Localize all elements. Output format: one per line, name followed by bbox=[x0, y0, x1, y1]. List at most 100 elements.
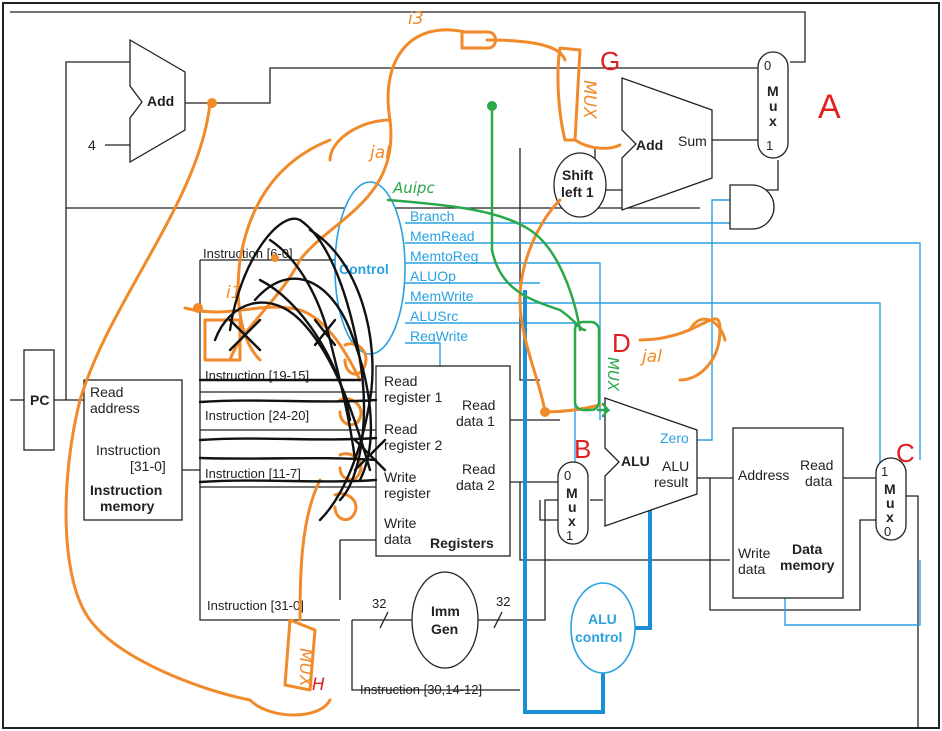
note-mux-d: MUX bbox=[604, 357, 622, 392]
mux-pc-in0: 0 bbox=[764, 58, 771, 73]
note-auipc: Auipc bbox=[392, 179, 435, 197]
imm-in-width: 32 bbox=[372, 596, 386, 611]
dm-title-2: memory bbox=[780, 557, 835, 573]
dm-title-1: Data bbox=[792, 541, 823, 557]
field-6-0: Instruction [6-0] bbox=[203, 246, 293, 261]
reg-rr1-a: Read bbox=[384, 373, 417, 389]
mux-wb-m: M bbox=[884, 481, 896, 497]
signal-memtoreg: MemtoReg bbox=[410, 248, 478, 264]
dm-address: Address bbox=[738, 467, 789, 483]
dm-write-2: data bbox=[738, 561, 765, 577]
label-g: G bbox=[600, 46, 620, 76]
mux-pc-u: u bbox=[769, 98, 778, 114]
reg-wr-b: register bbox=[384, 485, 431, 501]
mux-wb-u: u bbox=[886, 495, 895, 511]
signal-memwrite: MemWrite bbox=[410, 288, 474, 304]
label-c: C bbox=[896, 438, 915, 468]
alu: ALU Zero ALU result bbox=[604, 397, 698, 527]
mux-pc: 0 M u x 1 bbox=[757, 51, 789, 159]
field-24-20: Instruction [24-20] bbox=[205, 408, 309, 423]
mux-wb-x: x bbox=[886, 509, 894, 525]
mux-alu-in1: 1 bbox=[566, 528, 573, 543]
green-annotations: Auipc MUX bbox=[386, 101, 622, 418]
branch-adder-label: Add bbox=[636, 137, 663, 153]
im-read-2: address bbox=[90, 400, 140, 416]
im-title-2: memory bbox=[100, 498, 155, 514]
reg-rd2-a: Read bbox=[462, 461, 495, 477]
mux-alu-m: M bbox=[566, 485, 578, 501]
im-read-1: Read bbox=[90, 384, 123, 400]
alu-result-2: result bbox=[654, 474, 688, 490]
dm-read-1: Read bbox=[800, 457, 833, 473]
note-mux-g: MUX bbox=[579, 80, 599, 119]
reg-wr-a: Write bbox=[384, 469, 417, 485]
branch-adder-sum: Sum bbox=[678, 133, 707, 149]
label-h: H bbox=[312, 675, 325, 695]
dm-read-2: data bbox=[805, 473, 832, 489]
label-b: B bbox=[574, 434, 591, 464]
control-unit: Control Branch MemRead MemtoReg ALUOp Me… bbox=[334, 181, 478, 355]
note-mux-h: MUX bbox=[295, 648, 315, 687]
control-label: Control bbox=[339, 261, 389, 277]
pc-adder-label: Add bbox=[147, 93, 174, 109]
mux-pc-in1: 1 bbox=[766, 138, 773, 153]
mux-alusrc: 0 M u x 1 bbox=[557, 461, 589, 545]
instruction-fields: Instruction [6-0] Instruction [19-15] In… bbox=[203, 246, 482, 697]
mux-alu-in0: 0 bbox=[564, 468, 571, 483]
mux-pc-m: M bbox=[767, 83, 779, 99]
shift-line1: Shift bbox=[562, 167, 593, 183]
pc-register: PC bbox=[23, 349, 55, 451]
signal-branch: Branch bbox=[410, 208, 454, 224]
mux-wb-in1: 1 bbox=[881, 464, 888, 479]
field-30-14-12: Instruction [30,14-12] bbox=[360, 682, 482, 697]
mux-pc-x: x bbox=[769, 113, 777, 129]
imm-gen: Imm Gen 32 32 bbox=[372, 571, 510, 669]
alu-result-1: ALU bbox=[662, 458, 689, 474]
data-memory: Address Read data Write data Data memory bbox=[732, 427, 844, 599]
pc-adder: Add 4 bbox=[88, 38, 186, 164]
reg-wd-a: Write bbox=[384, 515, 417, 531]
imm-line2: Gen bbox=[431, 621, 458, 637]
reg-rr1-b: register 1 bbox=[384, 389, 443, 405]
alu-zero: Zero bbox=[660, 430, 689, 446]
im-instr-1: Instruction bbox=[96, 442, 161, 458]
reg-title: Registers bbox=[430, 535, 494, 551]
branch-adder: Add Sum bbox=[621, 77, 713, 211]
alu-control-line2: control bbox=[575, 629, 622, 645]
alu-control-line1: ALU bbox=[588, 611, 617, 627]
mux-alu-u: u bbox=[568, 499, 577, 515]
reg-rd1-b: data 1 bbox=[456, 413, 495, 429]
reg-rr2-b: register 2 bbox=[384, 437, 443, 453]
signal-regwrite: RegWrite bbox=[410, 328, 468, 344]
mux-alu-x: x bbox=[568, 513, 576, 529]
signal-aluop: ALUOp bbox=[410, 268, 456, 284]
signal-memread: MemRead bbox=[410, 228, 475, 244]
note-i3: i3 bbox=[408, 9, 424, 29]
imm-out-width: 32 bbox=[496, 594, 510, 609]
black-scribble bbox=[198, 217, 387, 522]
signal-alusrc: ALUSrc bbox=[410, 308, 458, 324]
red-labels: A B C D G H bbox=[312, 46, 915, 695]
branch-and-gate bbox=[729, 184, 775, 230]
register-file: Read register 1 Read register 2 Write re… bbox=[375, 365, 511, 557]
orange-annotations: i3 jal jal i1 MUX MUX bbox=[64, 9, 727, 717]
imm-line1: Imm bbox=[431, 603, 460, 619]
dm-write-1: Write bbox=[738, 545, 771, 561]
reg-rr2-a: Read bbox=[384, 421, 417, 437]
pc-label: PC bbox=[30, 392, 49, 408]
shift-left-unit: Shift left 1 bbox=[553, 152, 607, 218]
mux-wb-in0: 0 bbox=[884, 524, 891, 539]
field-31-0: Instruction [31-0] bbox=[207, 598, 304, 613]
alu-label: ALU bbox=[621, 453, 650, 469]
reg-rd2-b: data 2 bbox=[456, 477, 495, 493]
note-jal-top: jal bbox=[368, 143, 390, 163]
im-title-1: Instruction bbox=[90, 482, 162, 498]
note-jal-right: jal bbox=[640, 347, 662, 367]
const-four: 4 bbox=[88, 137, 96, 153]
field-11-7: Instruction [11-7] bbox=[205, 466, 301, 481]
reg-wd-b: data bbox=[384, 531, 411, 547]
reg-rd1-a: Read bbox=[462, 397, 495, 413]
shift-line2: left 1 bbox=[561, 184, 594, 200]
